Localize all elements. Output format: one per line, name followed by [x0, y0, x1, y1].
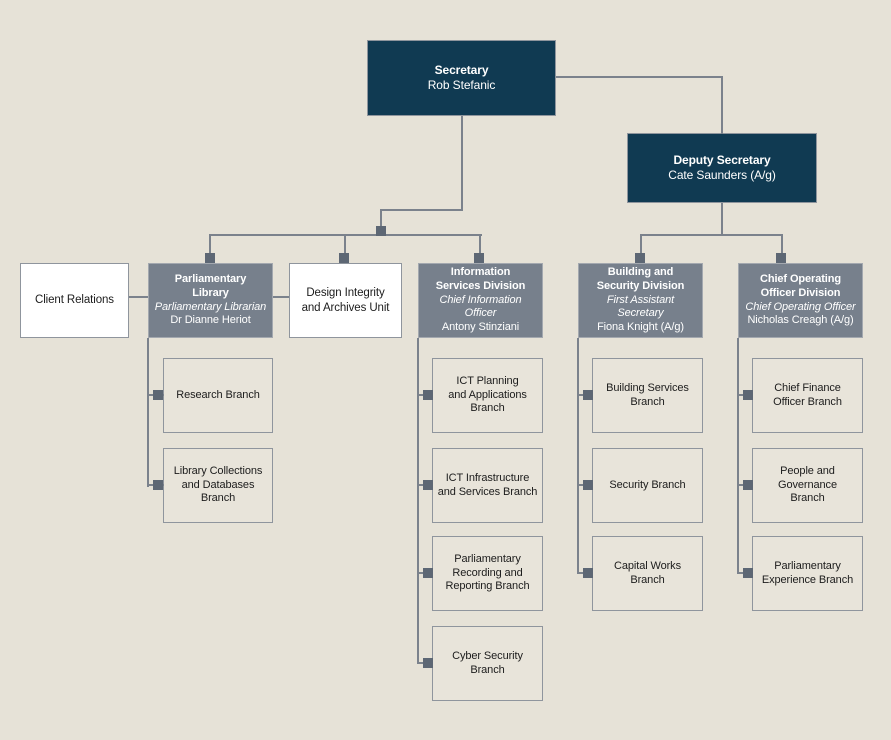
connector-node [635, 253, 645, 263]
box-person: Nicholas Creagh (A/g) [747, 314, 854, 327]
connector-node [583, 568, 593, 578]
box-title: Chief Operating Officer Division [759, 273, 841, 299]
org-box-secretary: Secretary Rob Stefanic [367, 40, 556, 116]
connector-line [556, 76, 723, 78]
org-box-library-collections-branch: Library Collections and Databases Branch [163, 448, 273, 523]
connector-line [209, 234, 211, 263]
connector-line [781, 234, 783, 263]
box-role: First Assistant Secretary [606, 293, 675, 320]
connector-node [743, 480, 753, 490]
box-title: Parliamentary Recording and Reporting Br… [445, 553, 530, 593]
connector-line [147, 338, 149, 487]
box-title: Research Branch [176, 388, 260, 401]
box-role: Chief Operating Officer [745, 300, 856, 313]
org-box-coo-division: Chief Operating Officer Division Chief O… [738, 263, 863, 338]
connector-line [380, 209, 382, 236]
box-person: Fiona Knight (A/g) [597, 320, 684, 333]
box-title: People and Governance Branch [778, 465, 837, 505]
box-title: Parliamentary Experience Branch [761, 559, 854, 586]
connector-node [153, 480, 163, 490]
org-box-deputy-secretary: Deputy Secretary Cate Saunders (A/g) [627, 133, 817, 203]
connector-line [721, 203, 723, 236]
org-box-capital-works-branch: Capital Works Branch [592, 536, 703, 611]
connector-node [474, 253, 484, 263]
connector-node [583, 390, 593, 400]
org-box-building-services-branch: Building Services Branch [592, 358, 703, 433]
org-box-security-branch: Security Branch [592, 448, 703, 523]
connector-line [737, 338, 739, 574]
connector-node [153, 390, 163, 400]
connector-line [721, 76, 723, 134]
connector-node [205, 253, 215, 263]
box-title: Capital Works Branch [614, 559, 681, 586]
org-box-ict-infrastructure-branch: ICT Infrastructure and Services Branch [432, 448, 543, 523]
connector-line [577, 338, 579, 574]
connector-node [423, 390, 433, 400]
box-title: Chief Finance Officer Branch [773, 381, 842, 408]
box-title: Client Relations [35, 294, 114, 307]
box-title: Information Services Division [435, 266, 526, 293]
connector-line [479, 234, 481, 263]
connector-node [423, 568, 433, 578]
box-title: Secretary [434, 63, 489, 78]
connector-line [344, 234, 346, 263]
box-title: Building and Security Division [596, 266, 685, 293]
box-person: Rob Stefanic [427, 78, 496, 92]
org-box-chief-finance-branch: Chief Finance Officer Branch [752, 358, 863, 433]
org-box-parliamentary-recording-branch: Parliamentary Recording and Reporting Br… [432, 536, 543, 611]
box-title: Security Branch [609, 478, 686, 491]
connector-node [339, 253, 349, 263]
org-box-parliamentary-library: Parliamentary Library Parliamentary Libr… [148, 263, 273, 338]
connector-line [129, 296, 148, 298]
box-person: Dr Dianne Heriot [170, 314, 251, 327]
box-title: ICT Planning and Applications Branch [448, 375, 527, 415]
connector-node [423, 658, 433, 668]
connector-line [380, 209, 463, 211]
box-title: Deputy Secretary [673, 153, 771, 168]
box-title: Library Collections and Databases Branch [173, 465, 263, 505]
box-role: Parliamentary Librarian [154, 300, 267, 313]
org-box-design-integrity: Design Integrity and Archives Unit [289, 263, 402, 338]
box-role: Chief Information Officer [439, 293, 522, 320]
box-title: Parliamentary Library [174, 273, 247, 299]
org-box-people-governance-branch: People and Governance Branch [752, 448, 863, 523]
box-title: ICT Infrastructure and Services Branch [437, 471, 538, 498]
connector-node [776, 253, 786, 263]
connector-line [461, 116, 463, 211]
box-person: Cate Saunders (A/g) [668, 168, 776, 182]
connector-line [417, 338, 419, 664]
box-person: Antony Stinziani [441, 320, 520, 333]
connector-line [273, 296, 289, 298]
connector-line [640, 234, 642, 263]
connector-node [376, 226, 386, 236]
connector-node [583, 480, 593, 490]
org-box-building-security: Building and Security Division First Ass… [578, 263, 703, 338]
box-title: Design Integrity and Archives Unit [301, 287, 390, 314]
org-box-cyber-security-branch: Cyber Security Branch [432, 626, 543, 701]
org-box-parliamentary-experience-branch: Parliamentary Experience Branch [752, 536, 863, 611]
org-box-client-relations: Client Relations [20, 263, 129, 338]
box-title: Building Services Branch [606, 381, 689, 408]
org-box-research-branch: Research Branch [163, 358, 273, 433]
box-title: Cyber Security Branch [452, 649, 523, 676]
connector-line [640, 234, 783, 236]
org-box-information-services: Information Services Division Chief Info… [418, 263, 543, 338]
org-box-ict-planning-branch: ICT Planning and Applications Branch [432, 358, 543, 433]
connector-node [743, 390, 753, 400]
connector-node [423, 480, 433, 490]
connector-node [743, 568, 753, 578]
